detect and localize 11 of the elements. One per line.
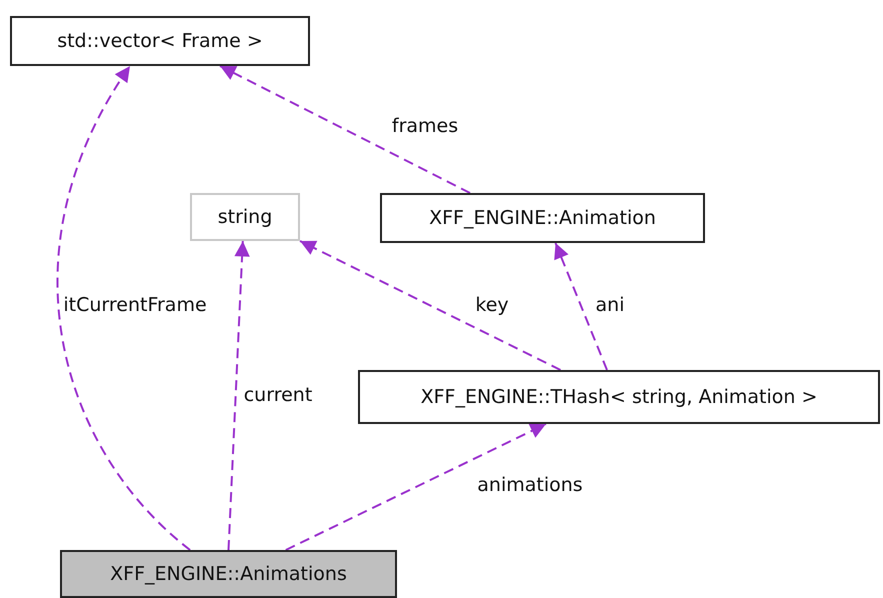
dependency-arrow xyxy=(228,240,250,550)
class-box: std::vector< Frame > xyxy=(10,16,310,66)
class-box: XFF_ENGINE::Animations xyxy=(60,550,397,598)
dependency-arrow xyxy=(220,65,470,194)
dependency-arrow xyxy=(56,65,191,551)
dependency-arrow xyxy=(285,423,546,551)
class-box: string xyxy=(190,193,300,241)
dependency-arrow xyxy=(300,240,561,371)
class-box: XFF_ENGINE::Animation xyxy=(380,193,705,243)
dependency-arrow xyxy=(554,242,608,370)
class-box: XFF_ENGINE::THash< string, Animation > xyxy=(358,370,880,424)
